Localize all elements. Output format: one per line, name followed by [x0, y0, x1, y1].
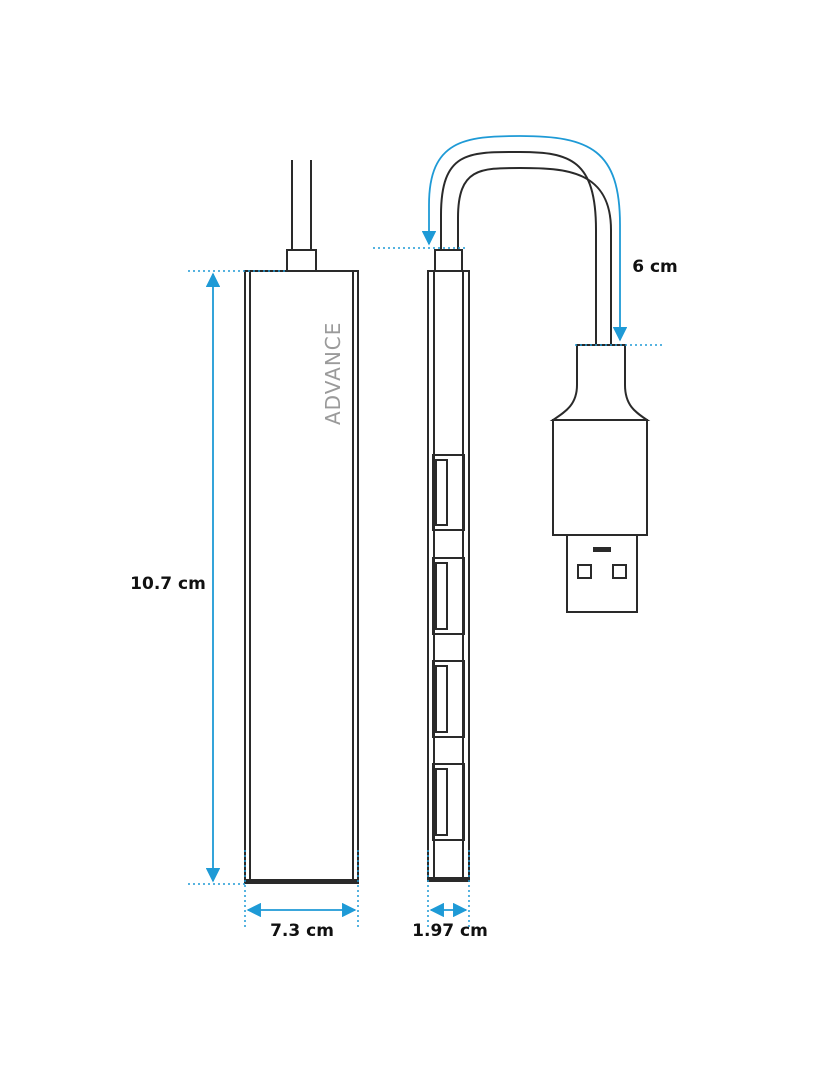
dimension-width: 7.3 cm [244, 850, 359, 941]
usb-port [432, 763, 465, 841]
usb-port [432, 660, 465, 738]
dimension-thickness: 1.97 cm [412, 850, 488, 941]
usb-port [432, 454, 465, 531]
length-label: 10.7 cm [130, 574, 206, 594]
side-view [427, 150, 612, 882]
cable-outer [440, 150, 597, 345]
usb-a-plug [549, 344, 651, 613]
cable-inner [457, 166, 612, 345]
thickness-label: 1.97 cm [412, 921, 488, 941]
cable-connector [286, 249, 317, 272]
dimension-length: 10.7 cm [130, 270, 285, 885]
cable-label: 6 cm [632, 257, 678, 277]
width-label: 7.3 cm [270, 921, 334, 941]
front-view: ADVANCE [244, 160, 359, 884]
usb-port [432, 557, 465, 635]
cable [291, 160, 312, 250]
brand-logo: ADVANCE [321, 322, 345, 425]
dimension-cable: 6 cm [373, 135, 678, 346]
